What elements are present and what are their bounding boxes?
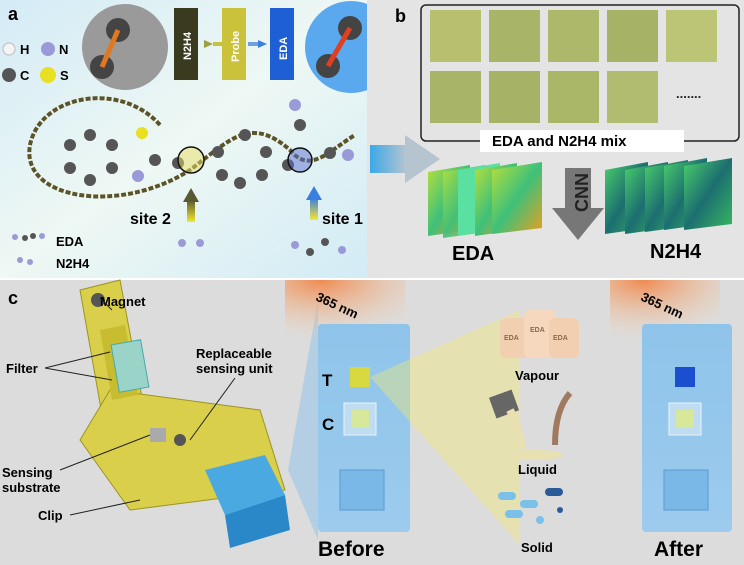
replaceable-label-line2: sensing unit (196, 361, 273, 376)
atom-legend: H N C S (2, 42, 69, 83)
liquid-label: Liquid (518, 462, 557, 477)
panel-c-label: c (8, 288, 18, 308)
carbon-atom-icon (2, 68, 16, 82)
sample-well-before (339, 469, 385, 511)
eda-molecule-icon (12, 233, 45, 241)
cnn-arrow-icon (552, 168, 604, 240)
sample-tile (489, 71, 540, 123)
eda-feature-maps (428, 162, 542, 238)
n2h4-output-label: N2H4 (650, 241, 702, 263)
sensing-unit-icon (205, 455, 285, 515)
t-spot-before (350, 367, 370, 387)
vapour-label: Vapour (515, 368, 559, 383)
panel-b: b ....... EDA and N2H4 mix CNN EDA N2H4 (367, 0, 744, 278)
panel-c: c Magnet Filter Replaceable sensing unit… (0, 279, 744, 565)
site2-arrow-icon (183, 188, 199, 202)
hydrogen-atom-icon (2, 42, 16, 56)
legend-h: H (20, 42, 29, 57)
clip-label: Clip (38, 508, 63, 523)
eda-species-label: EDA (56, 234, 84, 249)
cuvette-eda: EDA (270, 8, 294, 80)
mix-label: EDA and N2H4 mix (492, 133, 627, 150)
sample-tile (607, 10, 658, 62)
sample-tile (607, 71, 658, 123)
cuvette-n2h4: N2H4 (174, 8, 198, 80)
arrow-left-icon (204, 40, 213, 48)
c-spot-before (351, 410, 369, 428)
sensing-label-line2: substrate (2, 480, 61, 495)
magnet-icon (91, 293, 105, 307)
before-label: Before (318, 538, 385, 561)
molecule (64, 99, 354, 189)
sample-well-after (663, 469, 709, 511)
n2h4-molecule-icon (17, 257, 33, 265)
sample-tile (548, 10, 599, 62)
legend-n: N (59, 42, 68, 57)
zoom-circle-site2 (82, 4, 168, 90)
pipeline-arrow-icon (370, 135, 440, 183)
sample-tiles (430, 10, 717, 123)
n2h4-species-label: N2H4 (56, 256, 90, 271)
site2-highlight (177, 146, 205, 174)
after-label: After (654, 538, 703, 561)
substrate-icon (150, 428, 166, 442)
ellipsis: ....... (676, 86, 701, 101)
cnn-label: CNN (572, 173, 592, 212)
replaceable-label-line1: Replaceable (196, 346, 272, 361)
t-spot-after (675, 367, 695, 387)
cuvette-n2h4-label: N2H4 (182, 31, 194, 60)
t-line-label: T (322, 371, 333, 390)
site2-label: site 2 (130, 211, 171, 228)
legend-c: C (20, 68, 30, 83)
bottle-label-3: EDA (553, 335, 568, 342)
site1-highlight (287, 147, 313, 173)
bottle-label-1: EDA (504, 335, 519, 342)
sensing-label-line1: Sensing (2, 465, 53, 480)
device (79, 279, 290, 548)
c-line-label: C (322, 415, 334, 434)
c-spot-after (676, 410, 694, 428)
panel-b-label: b (395, 6, 406, 26)
cuvette-eda-label: EDA (278, 37, 290, 60)
magnet-label: Magnet (100, 294, 146, 309)
sample-tile (489, 10, 540, 62)
vapour-bottles-icon: EDA EDA EDA (500, 310, 579, 358)
sample-tile (430, 10, 481, 62)
solid-label: Solid (521, 540, 553, 555)
site1-arrow-icon (306, 186, 322, 200)
sulfur-atom-icon (40, 67, 56, 83)
eda-output-label: EDA (452, 243, 494, 265)
nitrogen-atom-icon (41, 42, 55, 56)
sample-tile (666, 10, 717, 62)
cuvette-probe: Probe (222, 8, 246, 80)
liquid-pour-icon (488, 389, 573, 460)
cuvette-probe-label: Probe (230, 31, 242, 62)
site2-n2h4-icon (178, 239, 204, 247)
legend-s: S (60, 68, 69, 83)
n2h4-feature-maps (605, 158, 732, 234)
arrow-right-icon (258, 40, 267, 48)
panel-a: a H N C S N2H4 Probe (0, 0, 397, 278)
sample-tile (548, 71, 599, 123)
site1-label: site 1 (322, 211, 363, 228)
site1-eda-icon (291, 238, 346, 256)
panel-a-label: a (8, 4, 19, 24)
sample-tile (430, 71, 481, 123)
filter-label: Filter (6, 361, 38, 376)
solid-pills-icon (498, 488, 563, 524)
bottle-label-2: EDA (530, 327, 545, 334)
